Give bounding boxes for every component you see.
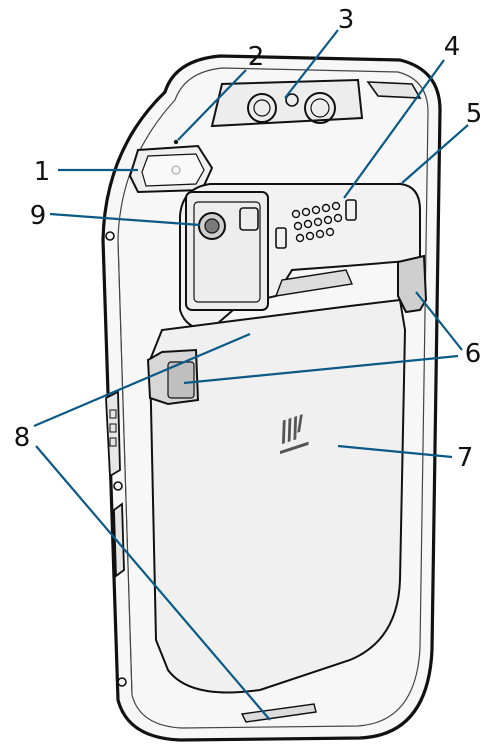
camera-module: [179, 183, 421, 332]
leader-2: [177, 69, 247, 141]
scan-window: [210, 78, 364, 128]
upper-latch-slot: [274, 269, 353, 297]
leader-9: [49, 212, 201, 227]
zebra-logo-icon: [280, 414, 309, 455]
callout-7: 7: [457, 443, 474, 473]
camera-housing: [185, 191, 269, 311]
callout-5: 5: [466, 99, 483, 129]
battery-cover: [148, 298, 407, 694]
callout-2: 2: [248, 42, 265, 72]
callout-4: 4: [444, 32, 461, 62]
leader-3: [284, 29, 339, 99]
leader-5: [401, 124, 469, 184]
side-key: [113, 502, 125, 578]
right-battery-latch: [397, 254, 428, 314]
leader-7: [337, 444, 453, 459]
bottom-slot: [240, 703, 317, 723]
callout-labels: 1 2 3 4 5 6 7 8 9: [14, 5, 483, 473]
leader-6b: [183, 354, 459, 385]
top-right-notch: [366, 81, 422, 99]
callout-3: 3: [338, 5, 355, 35]
leader-6a: [415, 291, 463, 351]
flash-icon: [239, 207, 259, 231]
side-screw-upper: [105, 231, 115, 241]
callout-8: 8: [14, 423, 31, 453]
side-screw-middle: [113, 481, 123, 491]
speaker-grille-icon: [275, 199, 357, 249]
leader-8a: [33, 332, 251, 428]
leader-8b: [35, 445, 271, 721]
power-icon: [171, 165, 181, 175]
device-side-edge: [117, 239, 133, 696]
callout-9: 9: [30, 201, 47, 231]
callout-1: 1: [34, 157, 51, 187]
side-screw-lower: [117, 677, 127, 687]
sensor-dot-2: [173, 139, 179, 145]
callout-6: 6: [465, 339, 482, 369]
side-connector: [105, 390, 121, 478]
side-buttons: [105, 231, 127, 687]
leader-lines: [33, 29, 469, 721]
device-inner-rim: [117, 67, 429, 729]
left-battery-latch: [146, 348, 200, 406]
leader-4: [343, 59, 445, 199]
power-button: [128, 144, 214, 194]
